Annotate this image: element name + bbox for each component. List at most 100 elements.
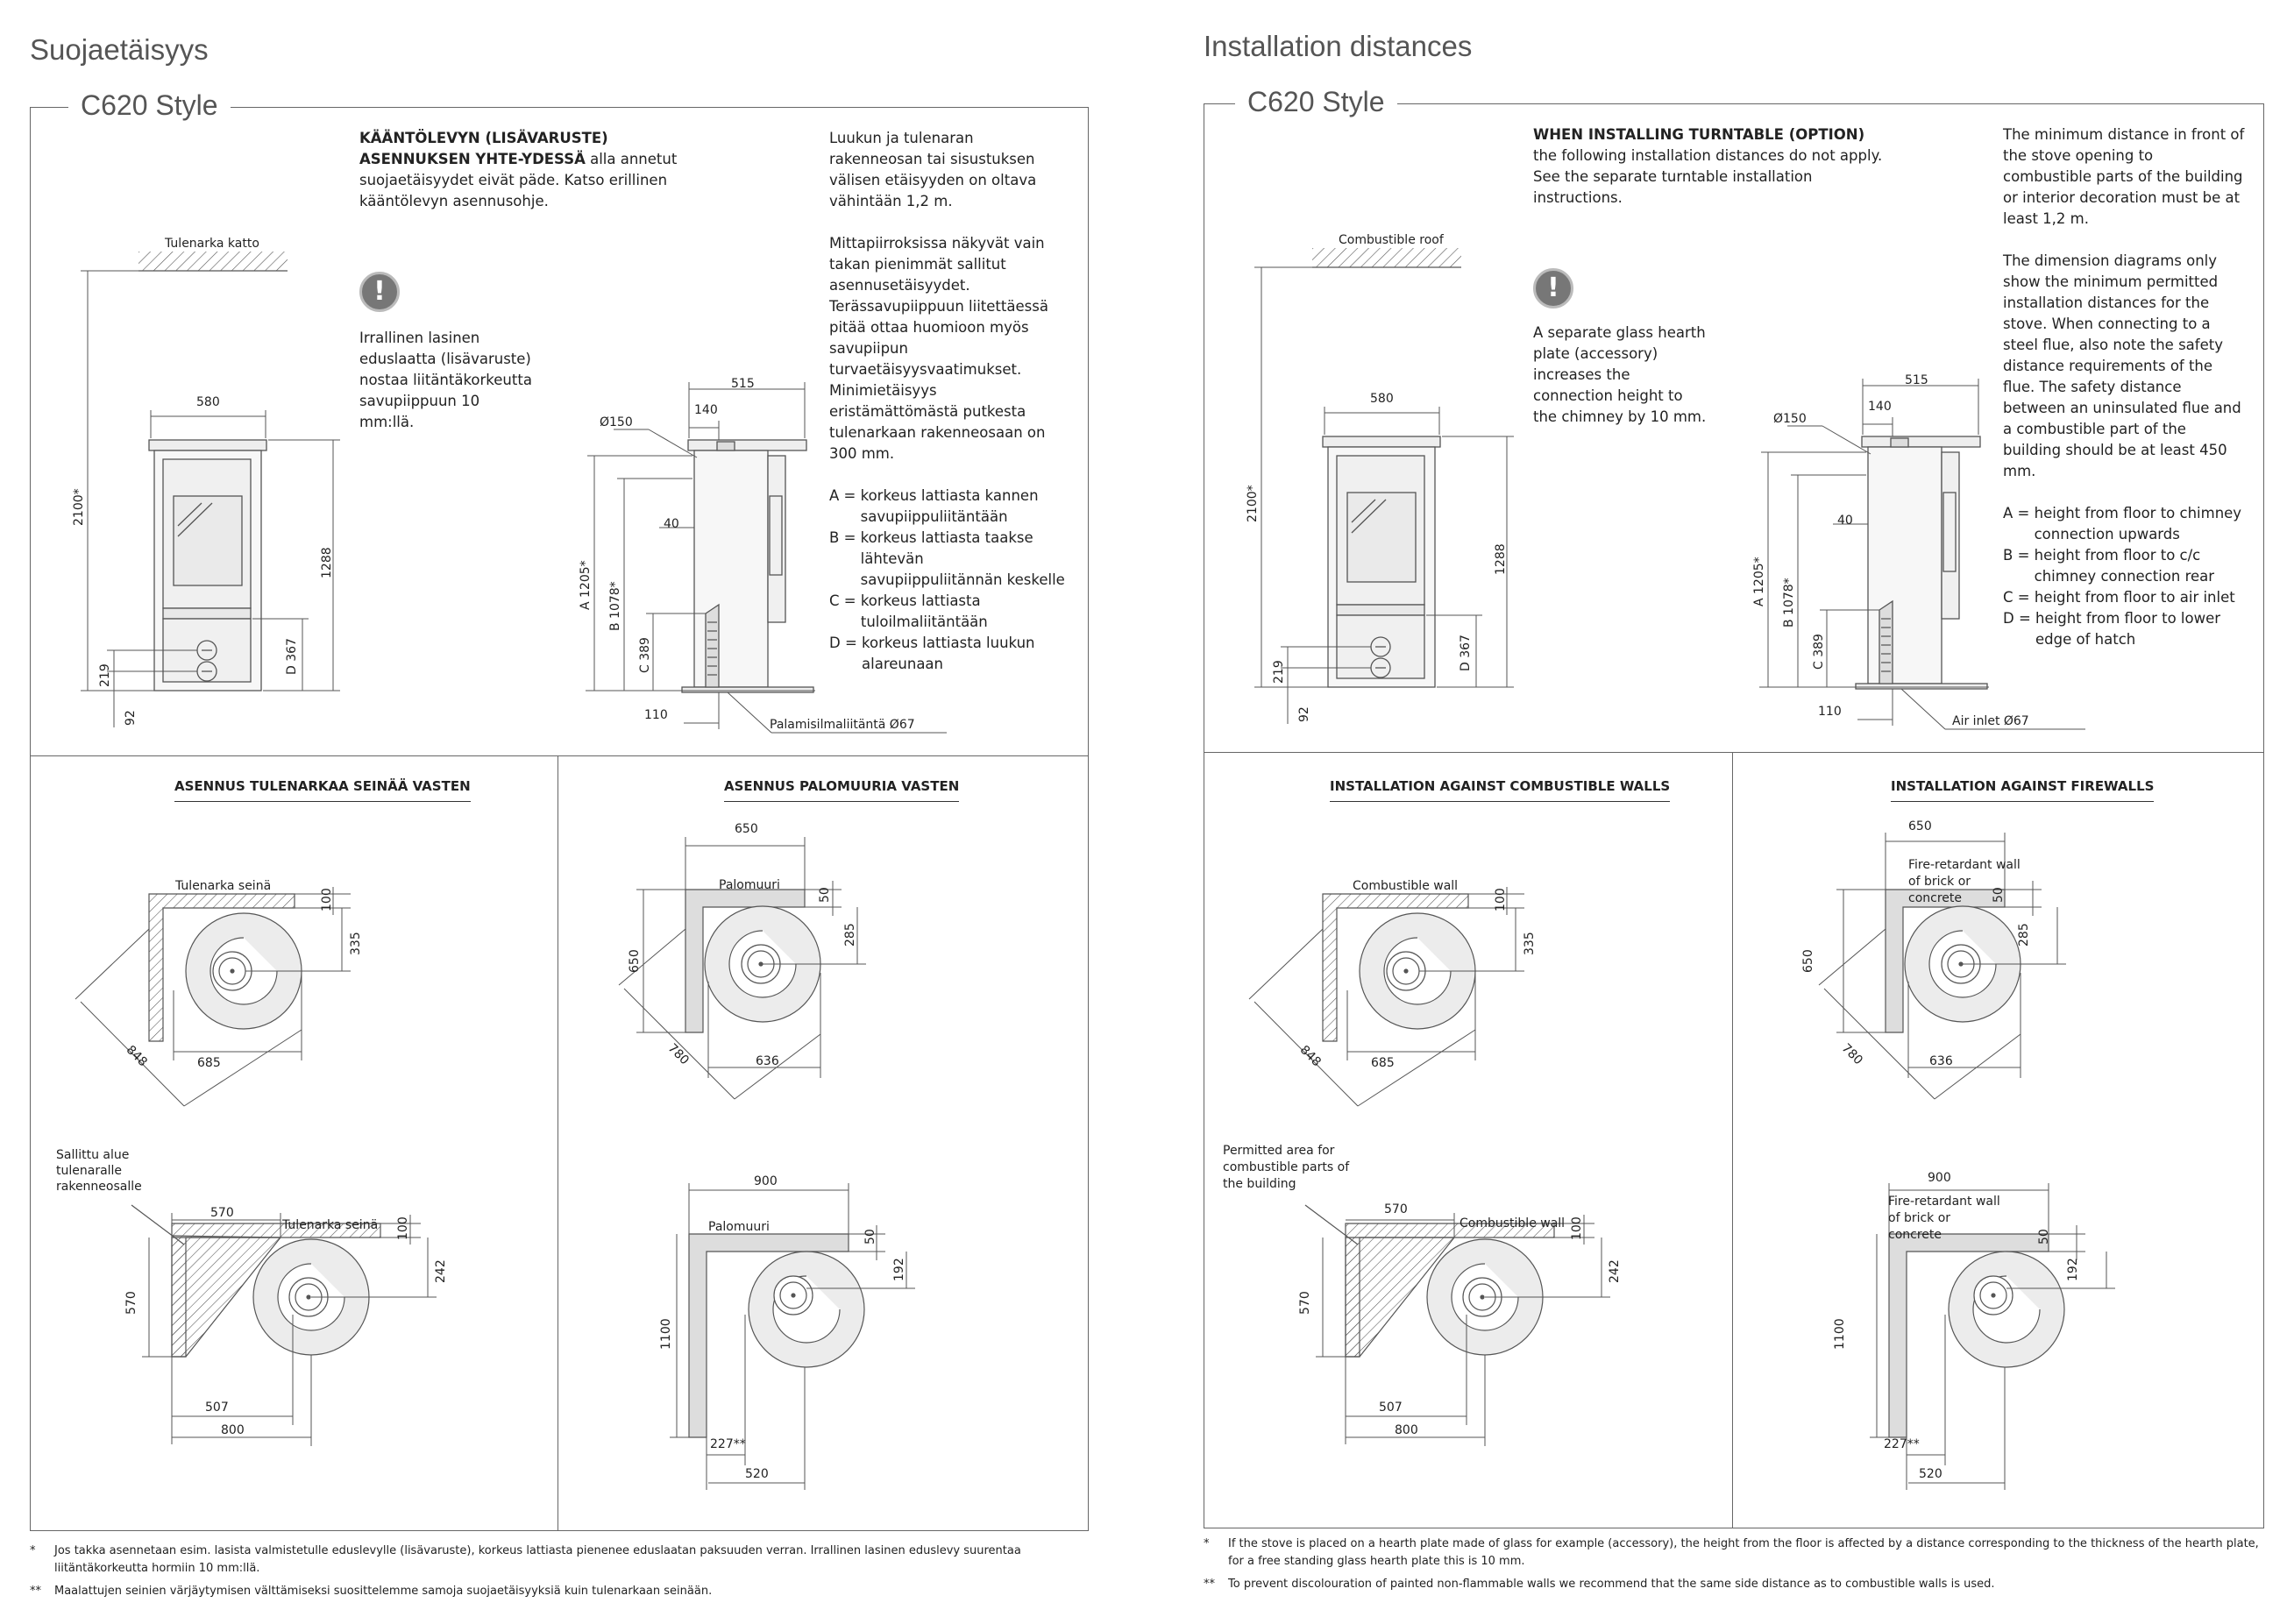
front-distance-text: The minimum distance in front of the sto… [2003,126,2245,227]
footnotes: *Jos takka asennetaan esim. lasista valm… [30,1542,1099,1600]
dim-800: 800 [1395,1423,1418,1437]
dim-flue: Ø150 [1773,412,1807,426]
dim-1100: 1100 [659,1318,673,1350]
dim-227: 227** [1884,1437,1920,1451]
dim-50: 50 [1992,887,2006,903]
warning-icon: ! [359,272,400,312]
dim-507: 507 [1379,1401,1403,1415]
dim-685: 685 [197,1056,221,1070]
dim-507: 507 [205,1401,229,1415]
warning-icon: ! [1533,268,1573,308]
diagram-info-text: The dimension diagrams only show the min… [2003,252,2241,479]
dim-1100: 1100 [1833,1318,1847,1350]
firewall-label: Fire-retardant wall of brick or concrete [1888,1195,2000,1242]
section-firewall-title: INSTALLATION AGAINST FIREWALLS [1891,778,2155,802]
dim-650: 650 [735,822,758,836]
dim-40: 40 [1837,514,1853,528]
stove-front-view [1322,436,1441,688]
dim-900: 900 [754,1174,778,1188]
legend-item: C = height from floor to air inlet [2003,589,2235,606]
dim-285: 285 [843,923,857,947]
front-dimensions [81,270,340,727]
dim-50: 50 [818,887,832,903]
legend-item: A = height from floor to chimney connect… [2003,505,2242,543]
footnote: *If the stove is placed on a hearth plat… [1204,1537,2259,1568]
plan-combustible-dims [1248,887,1524,1107]
plan-firewall-wall-dims [670,1183,915,1490]
wall-label: Combustible wall [1459,1216,1566,1230]
plan-combustible-wall-dims [142,1213,437,1446]
stove-side-view [1855,436,1988,690]
wall-label: Tulenarka seinä [282,1218,379,1232]
side-dimensions [1759,379,2085,730]
dim-650: 650 [1908,819,1932,833]
dim-520: 520 [745,1467,769,1481]
legend-item: B = height from floor to c/c chimney con… [2003,547,2215,585]
legend-item: D = height from floor to lower edge of h… [2003,610,2221,648]
legend-item: A = korkeus lattiasta kannen savupiippul… [829,487,1039,525]
info-column: The minimum distance in front of the sto… [2003,124,2245,650]
divider [1204,752,2264,753]
footnotes: *If the stove is placed on a hearth plat… [1204,1535,2273,1593]
model-title: C620 Style [68,89,231,122]
dim-570: 570 [210,1206,234,1220]
section-combustible-title: ASENNUS TULENARKAA SEINÄÄ VASTEN [174,778,471,802]
dim-335: 335 [1523,932,1537,955]
permitted-area-label: Sallittu alue tulenaralle rakenneosalle [56,1148,142,1194]
roof-hatch [1312,248,1461,268]
firewall-label: Palomuuri [708,1220,770,1234]
dim-335: 335 [349,932,363,955]
side-dimensions [586,382,947,734]
plan-firewall-corner [685,889,821,1033]
plan-firewall-dims [618,837,866,1100]
left-page: Suojaetäisyys C620 Style KÄÄNTÖLEVYN (LI… [30,33,1099,1600]
dim-685: 685 [1371,1056,1395,1070]
permitted-area-label: Permitted area for combustible parts of … [1223,1144,1350,1191]
firewall-label: Fire-retardant wall of brick or concrete [1908,858,2021,905]
divider [1732,752,1733,1528]
dim-900: 900 [1928,1171,1951,1185]
dim-140: 140 [1868,400,1892,414]
dim-110: 110 [1818,705,1842,719]
plan-combustible-corner [1322,893,1476,1042]
dim-100: 100 [1570,1216,1584,1240]
dim-242: 242 [1608,1259,1622,1283]
dim-520: 520 [1919,1467,1942,1481]
firewall-label: Palomuuri [719,878,780,892]
air-inlet-label: Palamisilmaliitäntä Ø67 [770,718,915,732]
diagram-frame [30,107,1089,1531]
dim-636: 636 [756,1054,779,1068]
dim-227: 227** [710,1437,746,1451]
diagram-frame [1204,103,2264,1528]
dim-242: 242 [434,1259,448,1283]
front-dimensions [1254,266,1514,724]
turntable-note: WHEN INSTALLING TURNTABLE (OPTION) the f… [1533,124,1893,209]
dim-140: 140 [694,403,718,417]
plan-combustible-wall-dims [1316,1213,1610,1446]
dim-110: 110 [644,708,668,722]
turntable-note-text: the following installation distances do … [1533,147,1883,206]
info-column: Luukun ja tulenaran rakenneosan tai sisu… [829,128,1066,675]
dim-50: 50 [2037,1229,2051,1245]
legend-item: C = korkeus lattiasta tuloilmaliitäntään [829,592,988,630]
legend-item: B = korkeus lattiasta taakse lähtevän sa… [829,529,1065,588]
section-firewall-title: ASENNUS PALOMUURIA VASTEN [724,778,960,802]
dim-570-vertical: 570 [124,1291,138,1315]
model-title: C620 Style [1235,86,1397,118]
divider [30,755,1089,756]
dim-650-vertical: 650 [628,949,642,973]
stove-drawings [81,252,947,734]
wall-label: Tulenarka seinä [175,879,272,893]
section-combustible-title: INSTALLATION AGAINST COMBUSTIBLE WALLS [1330,778,1671,802]
dim-636: 636 [1929,1054,1953,1068]
plan-firewall-dims [1818,833,2066,1100]
dim-515: 515 [1905,373,1928,387]
dim-570-vertical: 570 [1298,1291,1312,1315]
dim-flue: Ø150 [600,415,633,429]
plan-drawings [1248,833,2115,1490]
plan-firewall-wall [688,1233,865,1438]
plan-combustible-corner [148,893,302,1042]
right-page: Installation distances C620 Style WHEN I… [1147,0,2294,1624]
dim-580: 580 [196,395,220,409]
plan-firewall-corner [1885,889,2021,1033]
